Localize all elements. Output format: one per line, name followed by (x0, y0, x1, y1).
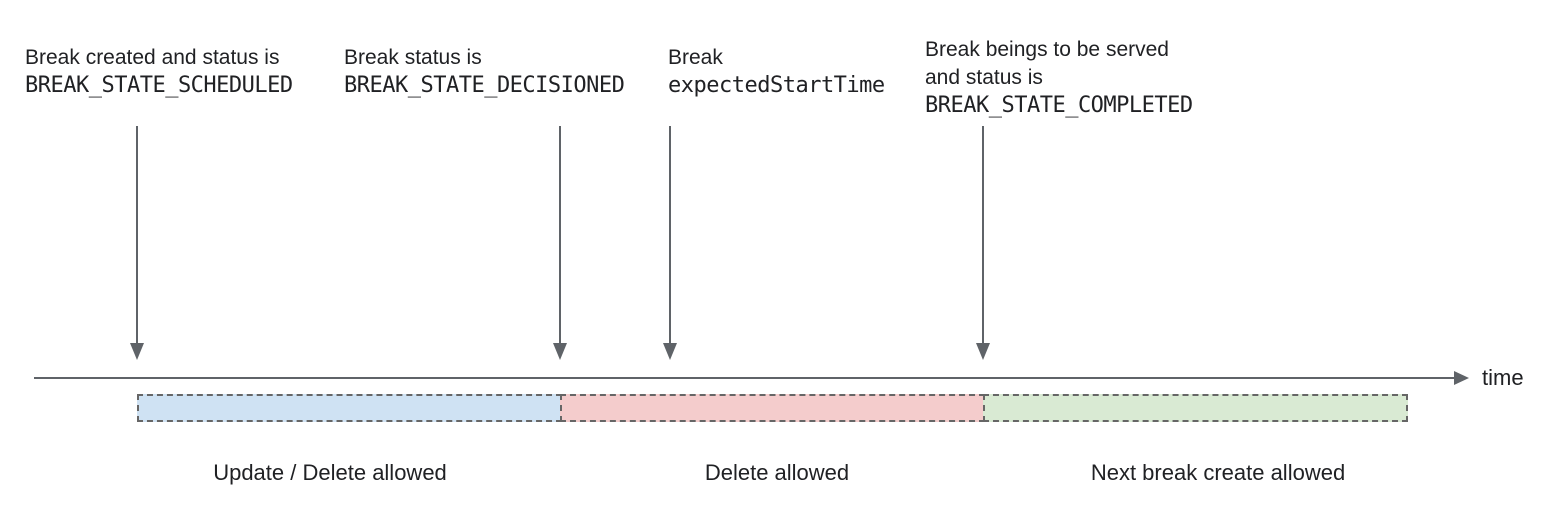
annotation-text: Break beings to be served (925, 38, 1169, 61)
annotation-text: Break (668, 46, 723, 69)
time-axis (34, 377, 1456, 379)
arrow-stem (559, 126, 561, 344)
segment-label-update-delete: Update / Delete allowed (213, 460, 447, 485)
arrow-stem (669, 126, 671, 344)
annotation-code: expectedStartTime (668, 73, 885, 98)
time-axis-label: time (1482, 365, 1524, 390)
arrow-down-icon (976, 343, 990, 360)
segment-delete-allowed (560, 394, 985, 422)
arrow-stem (982, 126, 984, 344)
annotation-code: BREAK_STATE_SCHEDULED (25, 73, 293, 98)
segment-label-next-break-create: Next break create allowed (1090, 460, 1346, 485)
annotation-text: and status is (925, 66, 1043, 89)
arrow-down-icon (553, 343, 567, 360)
segment-label-delete: Delete allowed (704, 460, 850, 485)
arrow-down-icon (663, 343, 677, 360)
arrow-stem (136, 126, 138, 344)
segment-update-delete-allowed (137, 394, 562, 422)
annotation-text: Break created and status is (25, 46, 280, 69)
annotation-expected-start-time: Break expectedStartTime (668, 44, 885, 100)
annotation-break-scheduled: Break created and status is BREAK_STATE_… (25, 44, 293, 100)
segment-next-break-create-allowed (983, 394, 1408, 422)
annotation-break-decisioned: Break status is BREAK_STATE_DECISIONED (344, 44, 625, 100)
annotation-text: Break status is (344, 46, 482, 69)
arrow-down-icon (130, 343, 144, 360)
annotation-code: BREAK_STATE_COMPLETED (925, 93, 1193, 118)
annotation-break-completed: Break beings to be served and status is … (925, 36, 1193, 120)
annotation-code: BREAK_STATE_DECISIONED (344, 73, 625, 98)
arrow-right-icon (1454, 371, 1469, 385)
